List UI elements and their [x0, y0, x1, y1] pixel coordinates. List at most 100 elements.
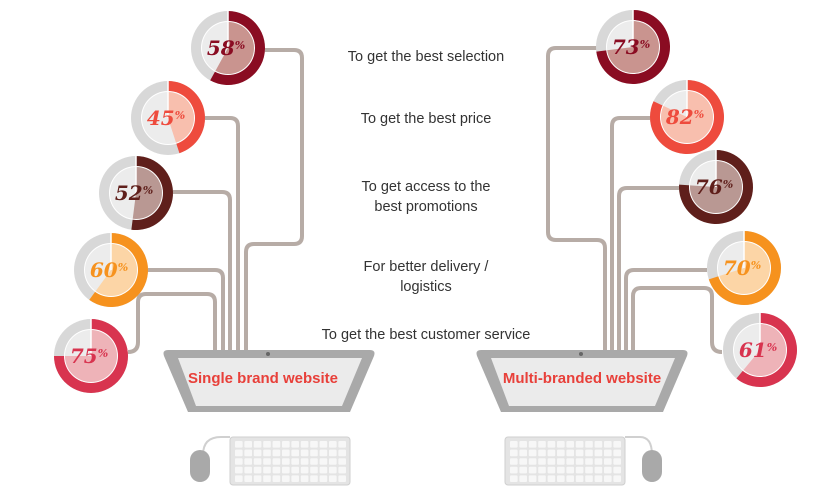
key: [585, 449, 593, 457]
connectors-right: [546, 46, 723, 354]
key: [547, 458, 556, 465]
key: [547, 441, 556, 448]
donut-single-brand-2: 52%: [99, 156, 173, 230]
key: [575, 449, 584, 457]
mouse-right-icon: [625, 436, 662, 482]
key: [319, 475, 328, 482]
key: [235, 475, 243, 482]
key: [235, 458, 243, 465]
connector: [617, 186, 680, 350]
key: [235, 441, 243, 448]
key: [519, 466, 527, 474]
key: [510, 449, 518, 457]
key: [263, 475, 271, 482]
key: [604, 449, 612, 457]
key: [604, 475, 612, 482]
connectors-left: [127, 48, 304, 354]
key: [263, 466, 271, 474]
key: [528, 475, 537, 482]
key: [538, 441, 546, 448]
key: [338, 475, 346, 482]
key: [547, 449, 556, 457]
connector: [631, 286, 723, 354]
key: [566, 475, 574, 482]
key: [519, 475, 527, 482]
key: [272, 458, 281, 465]
key: [329, 458, 337, 465]
key: [244, 466, 252, 474]
key: [613, 466, 621, 474]
key: [613, 475, 621, 482]
key: [594, 449, 603, 457]
key: [557, 475, 565, 482]
key: [594, 466, 603, 474]
key: [538, 449, 546, 457]
key: [538, 475, 546, 482]
key: [566, 458, 574, 465]
key: [291, 458, 299, 465]
key: [329, 475, 337, 482]
key: [282, 466, 290, 474]
key: [244, 441, 252, 448]
key: [319, 449, 328, 457]
key: [547, 466, 556, 474]
key: [329, 441, 337, 448]
key: [528, 466, 537, 474]
key: [300, 449, 309, 457]
connector: [244, 48, 304, 350]
reason-customer-service: To get the best customer service: [321, 327, 531, 343]
key: [585, 466, 593, 474]
key: [613, 449, 621, 457]
key: [510, 458, 518, 465]
key: [244, 449, 252, 457]
connector: [147, 268, 225, 350]
key: [519, 458, 527, 465]
key: [310, 466, 318, 474]
key: [319, 466, 328, 474]
donut-multi-branded-3: 70%: [707, 231, 782, 305]
connector: [205, 116, 240, 350]
key: [566, 441, 574, 448]
reason-delivery: For better delivery / logistics: [363, 259, 489, 295]
donut-single-brand-3: 60%: [74, 233, 148, 307]
key: [329, 449, 337, 457]
key: [319, 458, 328, 465]
donut-single-brand-1: 45%: [131, 81, 206, 155]
key: [604, 441, 612, 448]
connector: [624, 268, 707, 350]
key: [310, 449, 318, 457]
key: [300, 466, 309, 474]
key: [253, 475, 262, 482]
key: [319, 441, 328, 448]
key: [300, 441, 309, 448]
key: [547, 475, 556, 482]
key: [291, 441, 299, 448]
key: [594, 475, 603, 482]
key: [519, 449, 527, 457]
multi-branded-label: Multi-branded website: [502, 370, 662, 387]
key: [538, 458, 546, 465]
key: [235, 466, 243, 474]
key: [253, 466, 262, 474]
key: [585, 475, 593, 482]
key: [291, 466, 299, 474]
key: [263, 449, 271, 457]
donut-single-brand-4: 75%: [54, 319, 128, 393]
key: [291, 475, 299, 482]
key: [282, 458, 290, 465]
key: [300, 475, 309, 482]
key: [291, 449, 299, 457]
key: [519, 441, 527, 448]
key: [329, 466, 337, 474]
key: [510, 441, 518, 448]
key: [566, 449, 574, 457]
key: [594, 458, 603, 465]
key: [338, 441, 346, 448]
key: [528, 449, 537, 457]
key: [538, 466, 546, 474]
keyboard-right: [504, 436, 626, 486]
key: [575, 475, 584, 482]
donut-multi-branded-2: 76%: [679, 150, 753, 224]
